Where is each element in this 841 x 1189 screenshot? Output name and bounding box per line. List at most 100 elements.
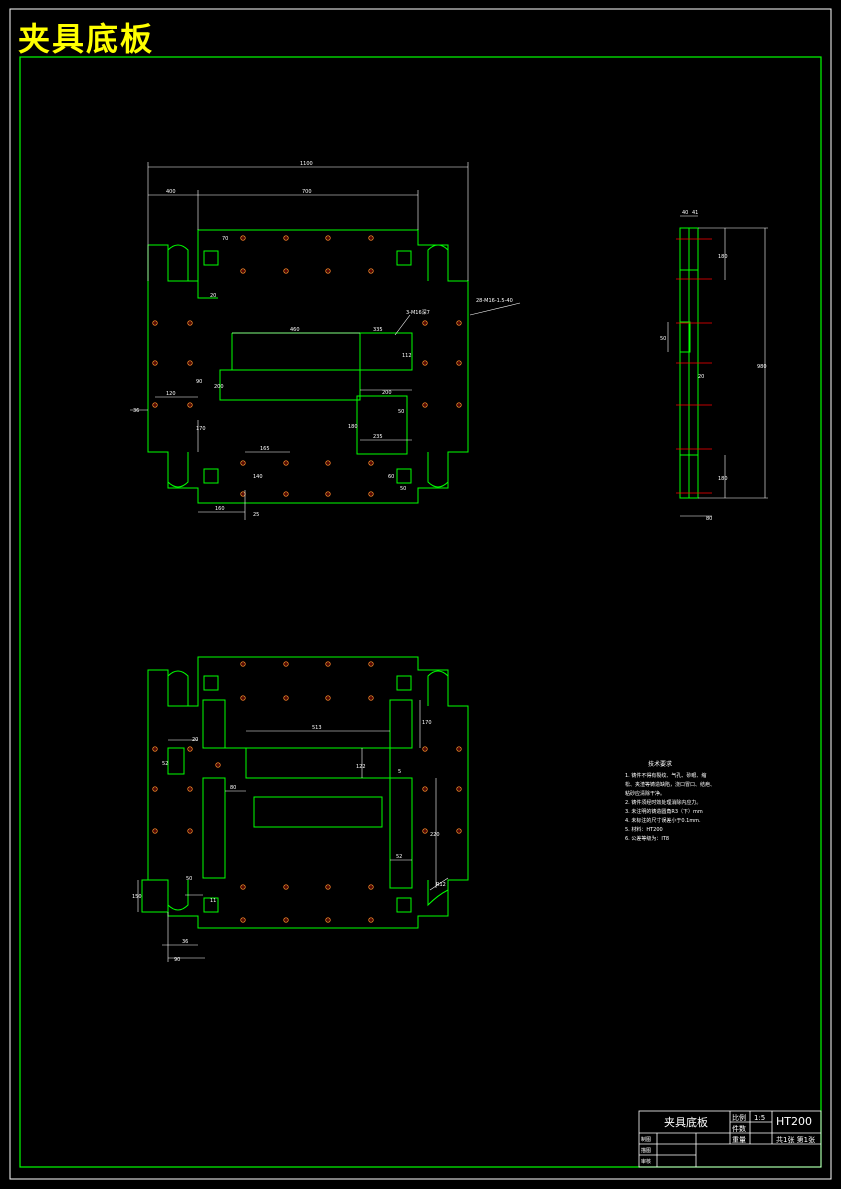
hole-center: [189, 404, 191, 406]
threaded-hole: [283, 695, 289, 701]
dim-notch-width: 20: [210, 293, 216, 299]
dim-notch-a: 50: [186, 876, 192, 882]
threaded-hole: [422, 320, 428, 326]
threaded-hole: [422, 360, 428, 366]
side-view-dim-text: 40 41 180 50 20 980 180 80: [660, 210, 767, 522]
tb-sheets: 共1张 第1张: [776, 1135, 815, 1144]
hole-center: [327, 663, 329, 665]
threaded-hole: [283, 460, 289, 466]
dim-thickness: 80: [706, 516, 712, 522]
bottom-view-holes: [152, 661, 462, 923]
tech-note-line: 3. 未注明的铸造圆角R3（下）mm: [625, 808, 703, 815]
threaded-hole: [152, 828, 158, 834]
hole-center: [370, 697, 372, 699]
dim-hole-y: 36: [133, 408, 139, 414]
square-tl: [203, 250, 219, 266]
hole-center: [154, 788, 156, 790]
lower-box: [356, 395, 408, 455]
threaded-hole: [152, 360, 158, 366]
hole-center: [370, 462, 372, 464]
hole-center: [285, 886, 287, 888]
hole-center: [424, 404, 426, 406]
tech-note-line: 5. 材料：HT200: [625, 826, 663, 833]
hole-center: [285, 919, 287, 921]
tech-notes-title: 技术要求: [648, 760, 672, 768]
dim-box-w: 235: [373, 434, 383, 440]
tech-note-line: 6. 公差等级为：IT8: [625, 835, 669, 842]
tb-material: HT200: [776, 1115, 812, 1128]
dim-hole-x: 120: [166, 391, 176, 397]
dim-left-box: 150: [132, 894, 142, 900]
hole-center: [370, 886, 372, 888]
dim-bottom-hole: 140: [253, 474, 263, 480]
dim-right-depth: 60: [388, 474, 394, 480]
bottom-square-bl: [203, 897, 219, 913]
tb-part-name: 夹具底板: [664, 1115, 708, 1129]
threaded-hole: [283, 268, 289, 274]
dim-notch-c: 36: [182, 939, 188, 945]
dim-center-h: 90: [196, 379, 202, 385]
bottom-center-frame: [225, 747, 391, 779]
tb-count-label: 件数: [732, 1124, 746, 1133]
dim-slot-depth: 70: [222, 236, 228, 242]
bottom-view: [141, 656, 469, 929]
hole-center: [327, 462, 329, 464]
dim-slot-w: 20: [192, 737, 198, 743]
hole-center: [285, 237, 287, 239]
hole-center: [424, 788, 426, 790]
hole-center: [154, 322, 156, 324]
dim-overall-h: 980: [757, 364, 767, 370]
inner-frame: [19, 56, 822, 1168]
hole-center: [327, 697, 329, 699]
hole-center: [154, 362, 156, 364]
threaded-hole: [283, 917, 289, 923]
tech-note-line: 粘砂应清除干净。: [625, 790, 665, 797]
bottom-square-tl: [203, 675, 219, 691]
threaded-hole: [187, 402, 193, 408]
hole-center: [285, 462, 287, 464]
side-view-centerlines: [676, 238, 712, 494]
threaded-hole: [283, 235, 289, 241]
hole-center: [424, 322, 426, 324]
square-bl: [203, 468, 219, 484]
threaded-hole: [456, 402, 462, 408]
top-view: [147, 229, 469, 504]
dim-mid-h: 50: [660, 336, 666, 342]
threaded-hole: [283, 661, 289, 667]
threaded-hole: [240, 917, 246, 923]
threaded-hole: [368, 661, 374, 667]
threaded-hole: [422, 786, 428, 792]
bottom-left-rail: [202, 699, 226, 749]
dim-upper-h: 180: [718, 254, 728, 260]
hole-center: [370, 237, 372, 239]
threaded-hole: [325, 917, 331, 923]
threaded-hole: [368, 695, 374, 701]
threaded-hole: [325, 695, 331, 701]
threaded-hole: [283, 884, 289, 890]
hole-center: [242, 663, 244, 665]
threaded-hole: [325, 661, 331, 667]
slot-bottom-left: [167, 452, 189, 488]
hole-center: [242, 886, 244, 888]
bottom-slot-br: [427, 880, 449, 907]
dim-overall-width: 1100: [300, 161, 313, 167]
tb-design-label: 描图: [641, 1147, 651, 1154]
hole-center: [458, 788, 460, 790]
bottom-slot-tl: [167, 670, 189, 706]
dim-top-a: 40: [682, 210, 688, 216]
title-block-text: 夹具底板 比例 1:5 件数 HT200 重量 共1张 第1张 制图 描图 审核: [641, 1113, 815, 1165]
dim-lower-span: 200: [382, 390, 392, 396]
hole-center: [242, 493, 244, 495]
hole-center: [424, 830, 426, 832]
hole-center: [370, 919, 372, 921]
hole-center: [458, 404, 460, 406]
dim-slot-h: 52: [162, 761, 168, 767]
hole-center: [424, 362, 426, 364]
slot-top-left: [167, 244, 189, 281]
bottom-right-rail: [389, 699, 413, 749]
bottom-square-br: [396, 897, 412, 913]
hole-center: [242, 237, 244, 239]
threaded-hole: [283, 491, 289, 497]
bottom-view-outline: [147, 656, 469, 929]
